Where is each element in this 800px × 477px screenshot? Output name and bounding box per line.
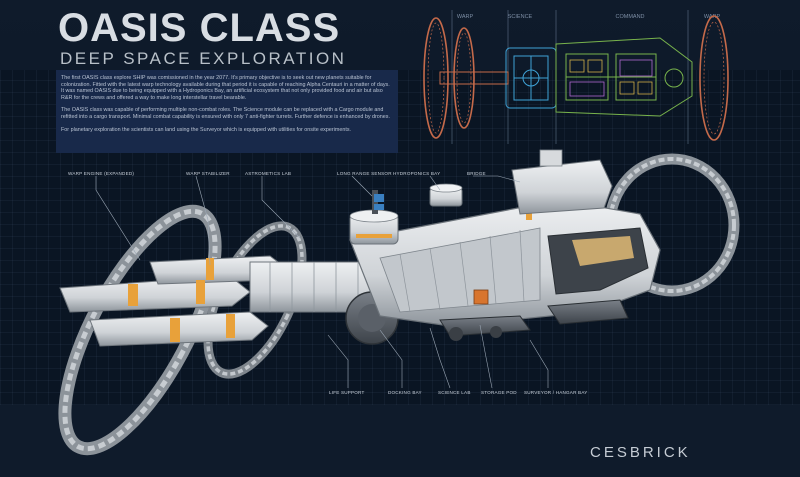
callout-science-lab: SCIENCE LAB (438, 390, 471, 395)
callout-warp-stabilizer: WARP STABILIZER (186, 171, 230, 176)
description-paragraph: For planetary exploration the scientists… (61, 126, 352, 133)
callout-storage-pod: STORAGE POD (481, 390, 517, 395)
long-range-sensor (372, 190, 384, 214)
callout-astrometics-lab: ASTROMETICS LAB (245, 171, 292, 176)
callout-warp-engine: WARP ENGINE (EXPANDED) (68, 171, 135, 176)
callout-hydroponics-bay: HYDROPONICS BAY (393, 171, 441, 176)
main-hull (349, 184, 661, 327)
callout-docking-bay: DOCKING BAY (388, 390, 422, 395)
description-panel: The first OASIS class explore SHIP was c… (56, 70, 398, 153)
callout-bridge: BRIDGE (467, 171, 486, 176)
description-paragraph: The first OASIS class explore SHIP was c… (61, 75, 390, 101)
blueprint-section-label: WARP (457, 14, 474, 20)
brand-label: CESBRICK (590, 444, 691, 461)
description-paragraph: The OASIS class was capable of performin… (61, 107, 390, 120)
callout-life-support: LIFE SUPPORT (329, 390, 365, 395)
page-title: OASIS CLASS (58, 6, 341, 50)
astrometics-dome (349, 209, 399, 245)
bridge-module (511, 159, 613, 215)
blueprint-schematic: WARP SCIENCE COMMAND WARP (423, 10, 729, 144)
callout-surveyor-hangar-bay: SURVEYOR / HANGAR BAY (524, 390, 588, 395)
page-subtitle: DEEP SPACE EXPLORATION (60, 49, 347, 68)
blueprint-section-label: SCIENCE (508, 14, 533, 20)
surveyor-vehicle (439, 299, 629, 341)
hydroponics-dome (429, 183, 463, 207)
callout-long-range-sensor: LONG RANGE SENSOR (337, 171, 392, 176)
blueprint-section-label: COMMAND (615, 14, 644, 20)
header-band (0, 0, 800, 70)
